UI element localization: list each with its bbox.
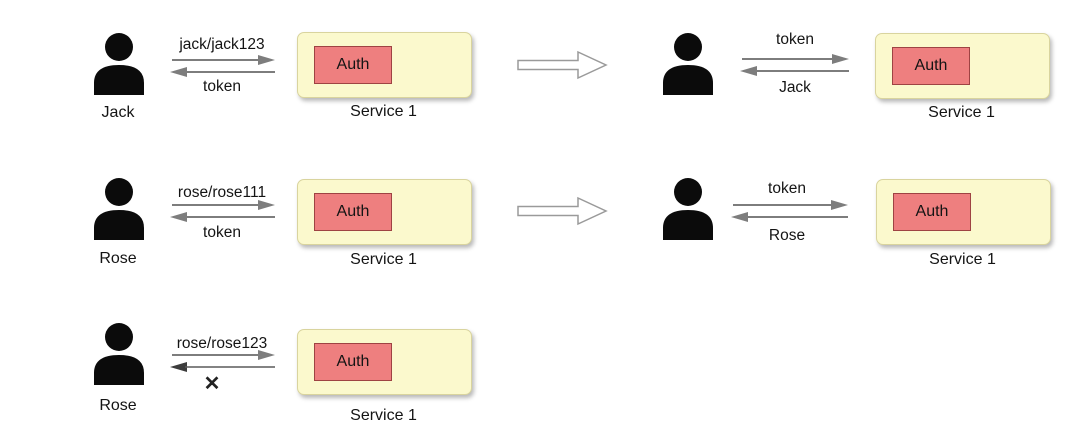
person-name: Rose <box>99 397 137 414</box>
user-icon <box>94 33 144 95</box>
response-label: Jack <box>779 79 811 96</box>
auth-module: Auth <box>314 46 392 84</box>
request-label: token <box>768 180 806 197</box>
user-icon <box>663 33 713 95</box>
request-label: token <box>776 31 814 48</box>
auth-module: Auth <box>893 193 971 231</box>
auth-module: Auth <box>314 343 392 381</box>
service-box: Auth <box>876 179 1051 245</box>
service-box: Auth <box>297 179 472 245</box>
user-icon <box>663 178 713 240</box>
response-label: Rose <box>768 227 806 244</box>
request-label: rose/rose111 <box>177 184 267 201</box>
service-label: Service 1 <box>350 407 417 424</box>
response-label: token <box>203 78 241 95</box>
failure-x-mark: ✕ <box>203 373 221 395</box>
implies-arrow-icon <box>517 50 608 80</box>
auth-module: Auth <box>314 193 392 231</box>
service-label: Service 1 <box>350 251 417 268</box>
service-label: Service 1 <box>929 251 996 268</box>
person-name: Jack <box>101 104 135 121</box>
user-icon <box>94 178 144 240</box>
service-box: Auth <box>297 329 472 395</box>
user-icon <box>94 323 144 385</box>
service-label: Service 1 <box>928 104 995 121</box>
request-response-arrows <box>170 55 275 77</box>
service-label: Service 1 <box>350 103 417 120</box>
request-response-arrows <box>740 54 849 76</box>
person-name: Rose <box>99 250 137 267</box>
request-response-arrows <box>170 200 275 222</box>
request-label: jack/jack123 <box>179 36 265 53</box>
response-label: token <box>203 224 241 241</box>
auth-module: Auth <box>892 47 970 85</box>
implies-arrow-icon <box>517 196 608 226</box>
request-label: rose/rose123 <box>176 335 268 352</box>
service-box: Auth <box>875 33 1050 99</box>
request-response-arrows <box>170 350 275 372</box>
request-response-arrows <box>731 200 848 222</box>
service-box: Auth <box>297 32 472 98</box>
